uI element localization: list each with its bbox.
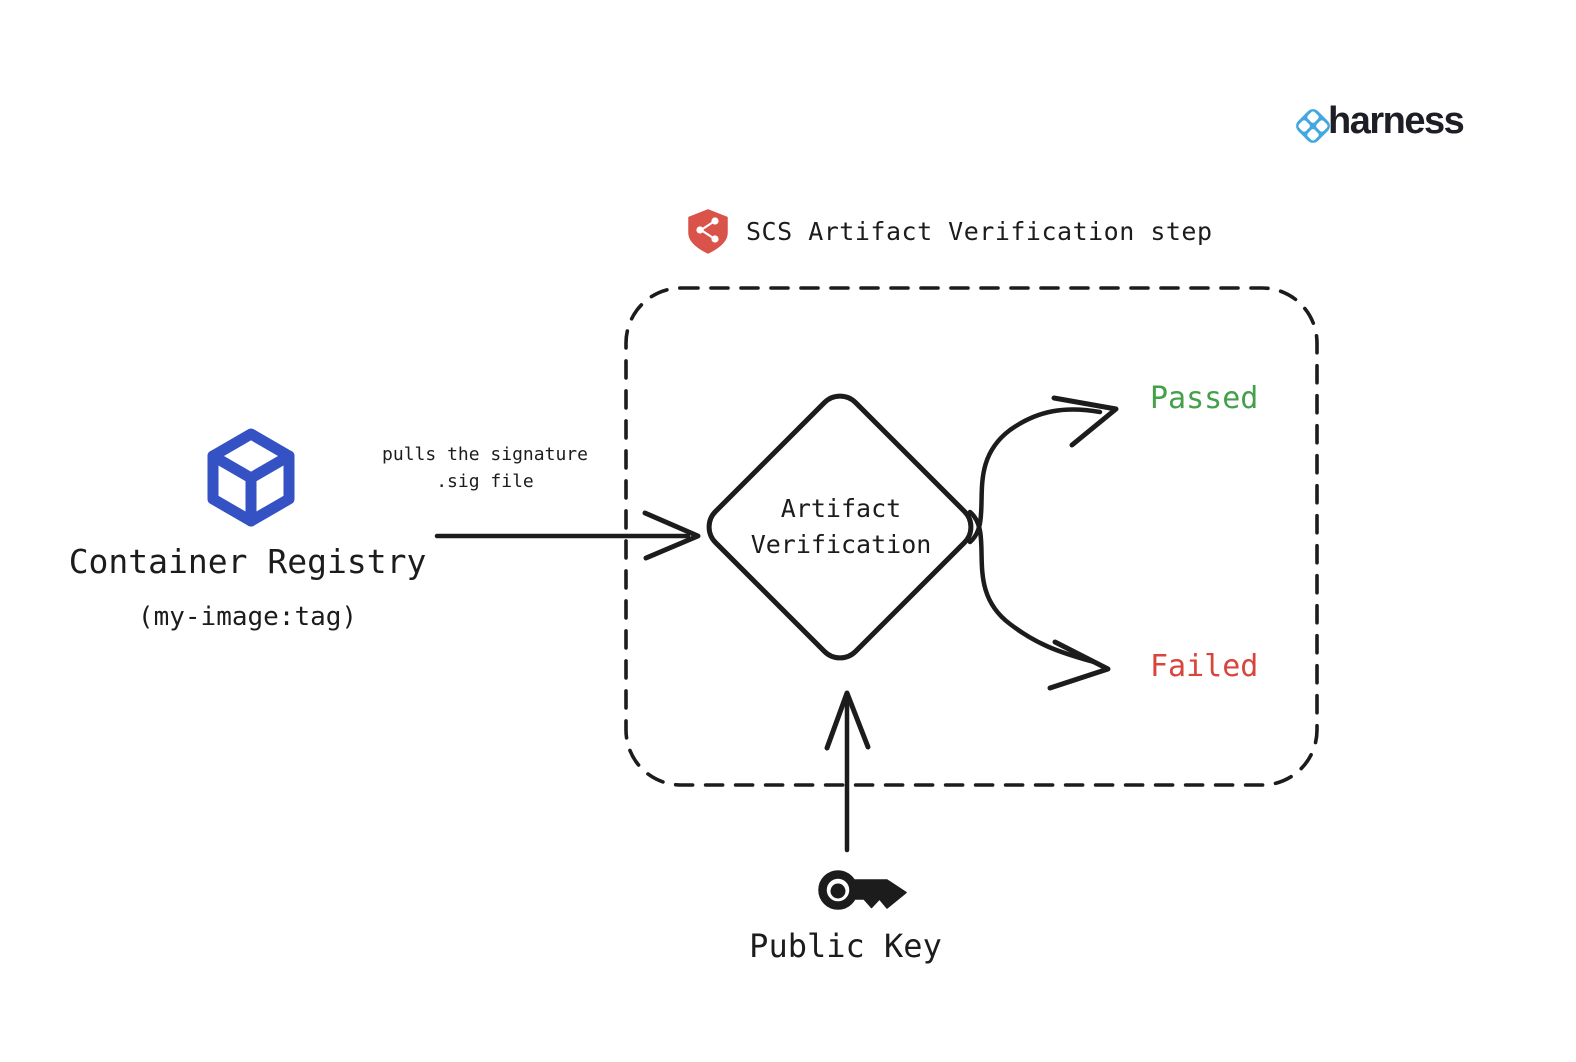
pull-arrow-label: pulls the signature .sig file <box>352 441 618 495</box>
container-registry-title: Container Registry <box>68 542 427 581</box>
pull-arrow-label-line1: pulls the signature <box>382 444 588 465</box>
harness-wordmark: harness <box>1328 100 1465 142</box>
container-registry-subtitle: (my-image:tag) <box>137 602 358 632</box>
decision-label-line2: Verification <box>750 530 932 559</box>
failed-arrow <box>967 509 1111 691</box>
public-key-arrow <box>824 690 871 853</box>
decision-label-line1: Artifact <box>780 494 902 523</box>
public-key-label: Public Key <box>749 927 942 965</box>
passed-arrow <box>967 395 1119 545</box>
pull-arrow-label-line2: .sig file <box>436 471 534 492</box>
failed-outcome-label: Failed <box>1150 649 1259 684</box>
passed-outcome-label: Passed <box>1150 381 1259 416</box>
shield-network-icon <box>688 209 728 254</box>
pull-arrow <box>434 510 701 561</box>
key-icon <box>818 870 907 910</box>
decision-diamond-shape <box>706 393 974 661</box>
step-box-title: SCS Artifact Verification step <box>746 217 1213 246</box>
decision-diamond-label: Artifact Verification <box>715 491 967 563</box>
container-cube-icon <box>207 428 295 527</box>
harness-diamond-icon <box>1296 109 1330 143</box>
